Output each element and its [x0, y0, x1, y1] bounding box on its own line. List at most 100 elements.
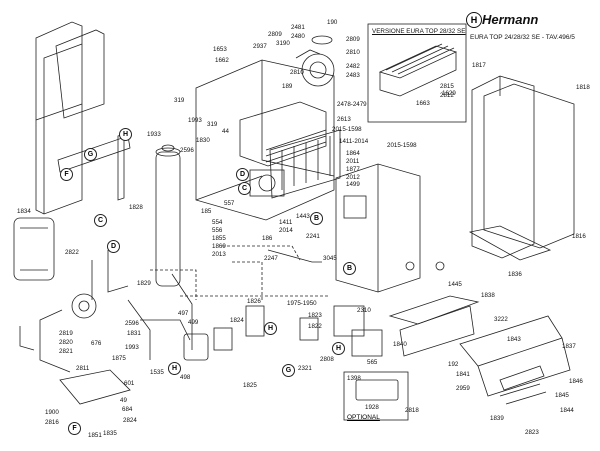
part-label: 1845 — [555, 392, 569, 399]
part-label: 2808 — [320, 356, 334, 363]
callout-f: G — [84, 148, 97, 161]
part-label: 1840 — [393, 341, 407, 348]
frame-bracket — [57, 133, 131, 201]
part-label: 3045 — [323, 255, 337, 262]
part-label: 185 — [201, 208, 212, 215]
part-label: 2482 — [346, 63, 360, 70]
part-label: 1535 — [150, 369, 164, 376]
part-label: 676 — [91, 340, 102, 347]
part-label: 2823 — [525, 429, 539, 436]
part-label: 1875 — [112, 355, 126, 362]
part-label: 497 — [178, 310, 189, 317]
part-label: 2824 — [123, 417, 137, 424]
part-label: 2810 — [290, 69, 304, 76]
part-label: 190 — [327, 19, 338, 26]
part-label: 557 — [224, 200, 235, 207]
part-label: 2815 — [440, 83, 454, 90]
part-label: 1822 — [308, 323, 322, 330]
callout-g: H — [119, 128, 132, 141]
part-label: 3222 — [494, 316, 508, 323]
part-label: 1828 — [129, 204, 143, 211]
part-label: 2596 — [125, 320, 139, 327]
part-label: 2011 — [346, 158, 360, 165]
part-label: 1834 — [17, 208, 31, 215]
part-label: 2820 — [59, 339, 73, 346]
pump-group — [19, 293, 131, 405]
part-label: 319 — [174, 97, 185, 104]
part-label: 1663 — [416, 100, 430, 107]
part-label: 1398 — [347, 375, 361, 382]
part-label: 556 — [212, 227, 223, 234]
part-label: 1817 — [472, 62, 486, 69]
part-label: 2015-1598 — [332, 126, 362, 133]
part-label: 2321 — [298, 365, 312, 372]
brand-logo-icon: H — [466, 12, 482, 28]
part-label: 1823 — [308, 312, 322, 319]
heat-exchanger-cylinder — [155, 144, 181, 287]
part-label: 1836 — [508, 271, 522, 278]
callout-c: C — [94, 214, 107, 227]
optional-label: OPTIONAL — [347, 414, 380, 421]
part-label: 1993 — [188, 117, 202, 124]
part-label: 1662 — [215, 57, 229, 64]
part-label: 2478-2479 — [337, 101, 367, 108]
part-label: 1869 — [212, 243, 226, 250]
burner-assembly — [269, 129, 341, 199]
part-label: 1933 — [147, 131, 161, 138]
callout-h: H — [264, 322, 277, 335]
part-label: 2810 — [346, 49, 360, 56]
part-label: 44 — [222, 128, 229, 135]
optional-kit-box — [343, 371, 409, 421]
part-label: 1443 — [296, 213, 310, 220]
part-label: 319 — [207, 121, 218, 128]
part-label: 498 — [180, 374, 191, 381]
callout-e: F — [68, 422, 81, 435]
control-panel — [388, 295, 571, 405]
part-label: 2959 — [456, 385, 470, 392]
part-label: 1839 — [490, 415, 504, 422]
part-label: 2812 — [440, 92, 454, 99]
part-label: 601 — [124, 380, 135, 387]
part-label: 2821 — [59, 348, 73, 355]
part-label: 2483 — [346, 72, 360, 79]
part-label: 189 — [282, 83, 293, 90]
part-label: 2310 — [357, 307, 371, 314]
callout-e: F — [60, 168, 73, 181]
part-label: 1816 — [572, 233, 586, 240]
front-casing-panels — [468, 75, 575, 261]
callout-d: D — [236, 168, 249, 181]
part-label: 1841 — [456, 371, 470, 378]
part-label: 1826 — [247, 298, 261, 305]
callout-g: H — [332, 342, 345, 355]
combustion-chamber-housing — [195, 59, 335, 221]
fan-assembly — [295, 35, 335, 87]
part-label: 2818 — [405, 407, 419, 414]
part-label: 1829 — [137, 280, 151, 287]
part-label: 1843 — [507, 336, 521, 343]
hydraulic-pipes — [91, 250, 193, 360]
part-label: 1975-1950 — [287, 300, 317, 307]
part-label: 554 — [212, 219, 223, 226]
part-label: 1928 — [365, 404, 379, 411]
side-casing — [335, 163, 445, 293]
part-label: 1653 — [213, 46, 227, 53]
part-label: 49 — [120, 397, 127, 404]
callout-d: D — [107, 240, 120, 253]
part-label: 1818 — [576, 84, 590, 91]
part-label: 1837 — [562, 343, 576, 350]
part-label: 1499 — [346, 181, 360, 188]
part-label: 565 — [367, 359, 378, 366]
part-label: 1993 — [125, 344, 139, 351]
part-label: 1835 — [103, 430, 117, 437]
part-label: 1838 — [481, 292, 495, 299]
part-label: 1445 — [448, 281, 462, 288]
part-label: 1830 — [196, 137, 210, 144]
part-label: 1855 — [212, 235, 226, 242]
part-label: 2012 — [346, 174, 360, 181]
part-label: 1824 — [230, 317, 244, 324]
part-label: 2816 — [45, 419, 59, 426]
part-label: 1864 — [346, 150, 360, 157]
callout-c: C — [238, 182, 251, 195]
part-label: 2596 — [180, 147, 194, 154]
part-label: 1846 — [569, 378, 583, 385]
